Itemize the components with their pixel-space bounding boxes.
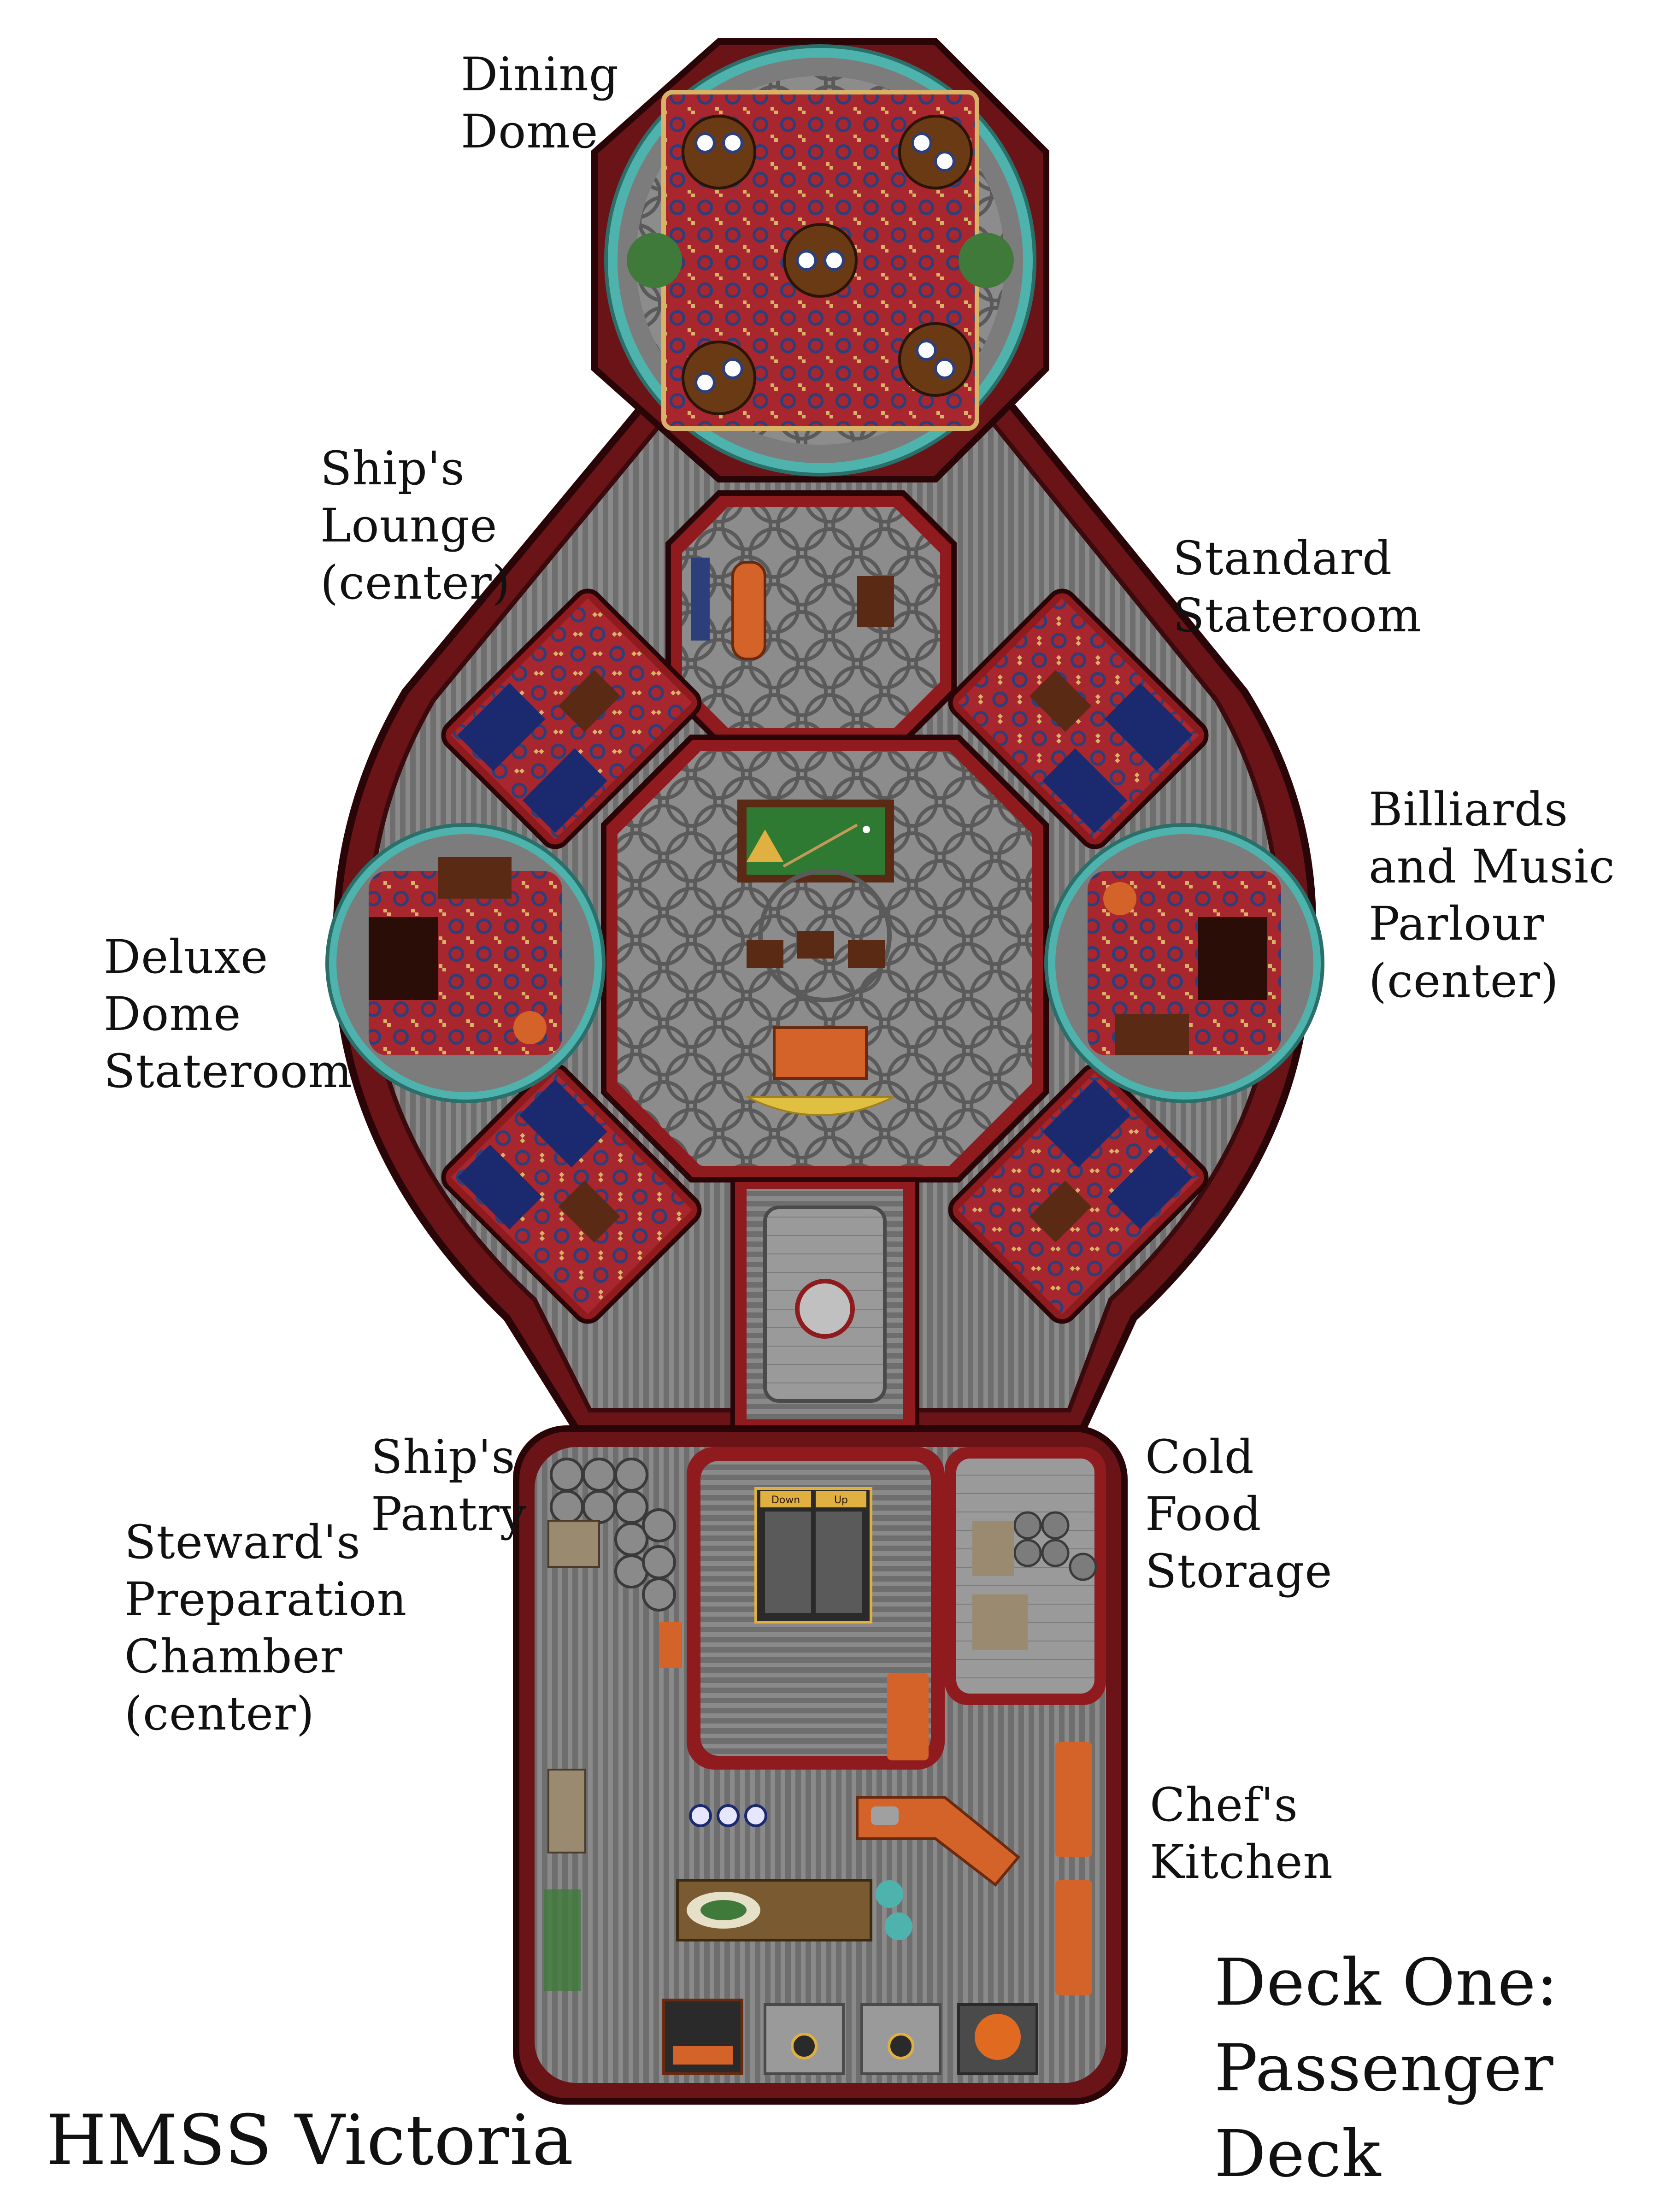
stateroom-se: [948, 1063, 1209, 1324]
label-dining-dome: Dining Dome: [461, 46, 619, 160]
deluxe-dome-left: [325, 823, 606, 1103]
label-chefs-kitchen: Chef's Kitchen: [1150, 1777, 1333, 1891]
barrels: [550, 1458, 676, 1612]
stateroom-nw: [441, 588, 702, 849]
label-line: Pantry: [371, 1487, 527, 1541]
label-line: Storage: [1145, 1544, 1333, 1598]
label-ships-pantry: Ship's Pantry: [371, 1429, 526, 1543]
label-ships-lounge: Ship's Lounge (center): [320, 440, 511, 612]
label-line: Dome: [104, 987, 241, 1041]
label-line: Lounge: [320, 499, 498, 553]
label-cold-food-storage: Cold Food Storage: [1145, 1429, 1333, 1600]
label-line: Stateroom: [1173, 588, 1422, 642]
label-line: Chef's: [1150, 1778, 1298, 1832]
label-line: Ship's: [371, 1430, 516, 1484]
label-line: Preparation: [124, 1572, 407, 1626]
stateroom-sw: [441, 1063, 702, 1324]
billiards-parlour: [601, 735, 1049, 1182]
label-line: Deluxe: [104, 930, 269, 984]
label-standard-stateroom: Standard Stateroom: [1173, 530, 1422, 644]
dining-dome: [591, 38, 1049, 482]
stateroom-ne: [948, 588, 1209, 849]
label-line: Dining: [461, 47, 619, 101]
ship-name: HMSS Victoria: [46, 2100, 574, 2181]
deluxe-dome-right: [1044, 823, 1324, 1103]
label-line: Cold: [1145, 1430, 1254, 1484]
deck-title-line: Passenger: [1214, 2031, 1554, 2106]
deck-title-line: Deck: [1214, 2117, 1382, 2192]
label-line: Steward's: [124, 1515, 361, 1569]
deck-title: Deck One: Passenger Deck: [1214, 1940, 1559, 2197]
deck-title-line: Deck One:: [1214, 1945, 1559, 2020]
label-line: (center): [1369, 954, 1559, 1008]
stairs: Down Up: [754, 1487, 872, 1624]
label-line: (center): [124, 1687, 315, 1741]
stairs-up-label: Up: [834, 1494, 848, 1506]
label-line: Food: [1145, 1487, 1262, 1541]
label-line: Dome: [461, 105, 599, 159]
corridor: [730, 1177, 919, 1431]
label-line: Stateroom: [104, 1044, 353, 1098]
organ: [773, 1026, 868, 1080]
label-line: Billiards: [1369, 782, 1569, 836]
label-line: Kitchen: [1150, 1835, 1333, 1889]
lower-block: Down Up: [513, 1425, 1128, 2105]
label-line: Ship's: [320, 441, 465, 495]
label-stewards-preparation-chamber: Steward's Preparation Chamber (center): [124, 1514, 407, 1742]
label-deluxe-dome-stateroom: Deluxe Dome Stateroom: [104, 929, 353, 1100]
label-line: and Music: [1369, 840, 1615, 894]
label-line: Parlour: [1369, 897, 1545, 951]
plant: [627, 233, 1014, 288]
stairs-down-label: Down: [771, 1494, 800, 1506]
stoves: [662, 1999, 1038, 2075]
label-billiards-parlour: Billiards and Music Parlour (center): [1369, 781, 1615, 1010]
label-line: Chamber: [124, 1630, 343, 1683]
label-line: Standard: [1173, 531, 1393, 585]
lounge-room: [665, 490, 957, 745]
label-line: (center): [320, 556, 511, 610]
